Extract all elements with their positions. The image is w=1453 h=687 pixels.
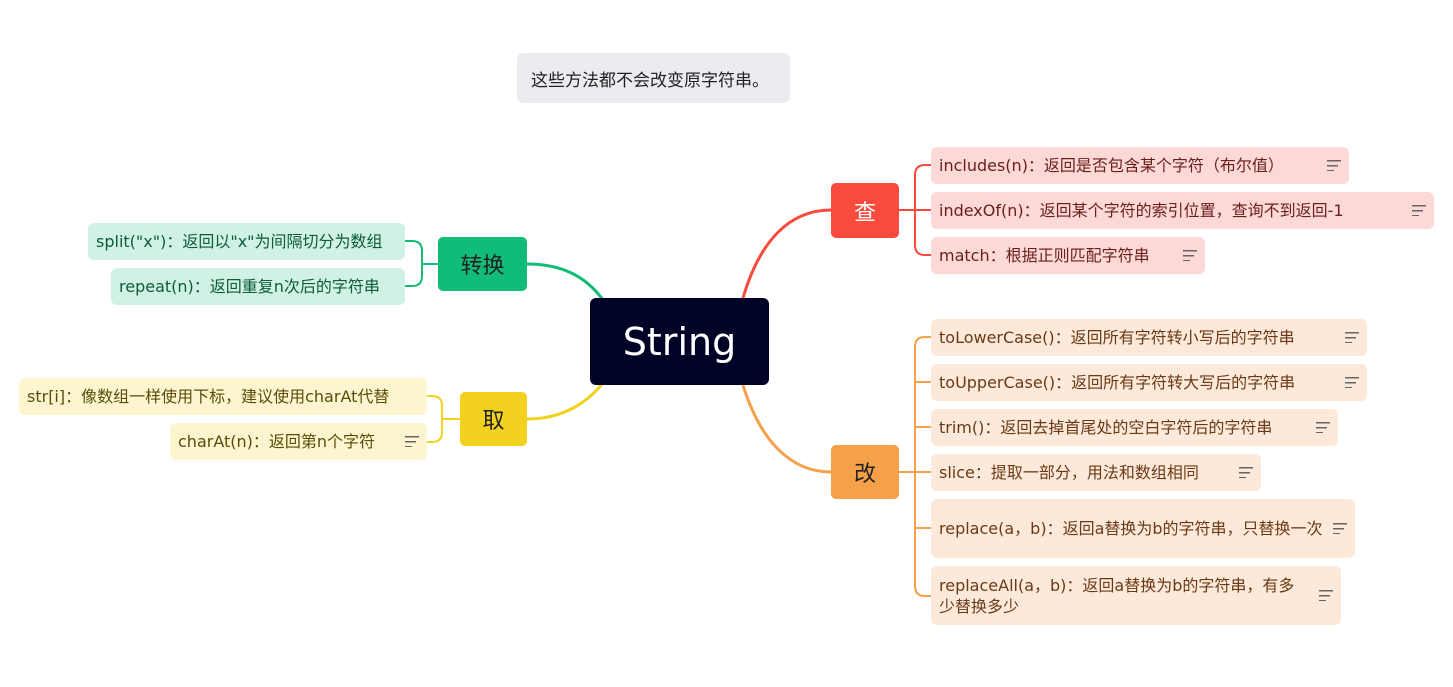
leaf-text: replaceAll(a，b)：返回a替换为b的字符串，有多少替换多少 — [939, 575, 1295, 616]
leaf-charat[interactable]: charAt(n)：返回第n个字符 — [170, 423, 427, 460]
leaf-text: slice：提取一部分，用法和数组相同 — [939, 463, 1199, 482]
root-topic[interactable]: String — [590, 298, 769, 385]
connector-cha-leaves — [899, 164, 931, 256]
leaf-replaceall[interactable]: replaceAll(a，b)：返回a替换为b的字符串，有多少替换多少 — [931, 566, 1341, 625]
leaf-text: indexOf(n)：返回某个字符的索引位置，查询不到返回-1 — [939, 201, 1344, 220]
notes-icon[interactable] — [1239, 467, 1253, 478]
leaf-match[interactable]: match：根据正则匹配字符串 — [931, 237, 1205, 274]
leaf-trim[interactable]: trim()：返回去掉首尾处的空白字符后的字符串 — [931, 409, 1338, 446]
leaf-includes[interactable]: includes(n)：返回是否包含某个字符（布尔值） — [931, 147, 1349, 184]
leaf-text: str[i]：像数组一样使用下标，建议使用charAt代替 — [27, 387, 390, 406]
connector-root-qu — [526, 382, 605, 421]
leaf-text: match：根据正则匹配字符串 — [939, 246, 1150, 265]
leaf-text: trim()：返回去掉首尾处的空白字符后的字符串 — [939, 418, 1273, 437]
notes-icon[interactable] — [1183, 250, 1197, 261]
connector-root-gai — [741, 384, 832, 474]
leaf-touppercase[interactable]: toUpperCase()：返回所有字符转大写后的字符串 — [931, 364, 1367, 401]
leaf-text: split("x")：返回以"x"为间隔切分为数组 — [96, 232, 383, 251]
branch-zhuanhuan[interactable]: 转换 — [438, 237, 527, 291]
connector-gai-leaves — [899, 336, 931, 597]
connector-root-cha — [741, 208, 832, 299]
leaf-text: toUpperCase()：返回所有字符转大写后的字符串 — [939, 373, 1296, 392]
summary-note[interactable]: 这些方法都不会改变原字符串。 — [517, 53, 790, 103]
leaf-text: charAt(n)：返回第n个字符 — [178, 432, 376, 451]
connector-zh-leaves — [405, 240, 438, 287]
connector-qu-leaves — [427, 395, 460, 443]
connector-root-zh — [526, 262, 605, 301]
notes-icon[interactable] — [1319, 590, 1333, 601]
notes-icon[interactable] — [1327, 160, 1341, 171]
leaf-text: includes(n)：返回是否包含某个字符（布尔值） — [939, 156, 1284, 175]
notes-icon[interactable] — [1345, 332, 1359, 343]
branch-qu[interactable]: 取 — [460, 392, 527, 446]
leaf-text: toLowerCase()：返回所有字符转小写后的字符串 — [939, 328, 1295, 347]
leaf-tolowercase[interactable]: toLowerCase()：返回所有字符转小写后的字符串 — [931, 319, 1367, 356]
notes-icon[interactable] — [1333, 523, 1347, 534]
leaf-repeat[interactable]: repeat(n)：返回重复n次后的字符串 — [111, 268, 405, 305]
notes-icon[interactable] — [1316, 422, 1330, 433]
leaf-split[interactable]: split("x")：返回以"x"为间隔切分为数组 — [88, 223, 405, 260]
leaf-slice[interactable]: slice：提取一部分，用法和数组相同 — [931, 454, 1261, 491]
notes-icon[interactable] — [1345, 377, 1359, 388]
leaf-replace[interactable]: replace(a，b)：返回a替换为b的字符串，只替换一次 — [931, 499, 1355, 558]
leaf-text: repeat(n)：返回重复n次后的字符串 — [119, 277, 380, 296]
leaf-indexof[interactable]: indexOf(n)：返回某个字符的索引位置，查询不到返回-1 — [931, 192, 1434, 229]
leaf-str-index[interactable]: str[i]：像数组一样使用下标，建议使用charAt代替 — [19, 378, 427, 415]
notes-icon[interactable] — [405, 436, 419, 447]
notes-icon[interactable] — [1412, 205, 1426, 216]
branch-cha[interactable]: 查 — [831, 183, 899, 238]
branch-gai[interactable]: 改 — [831, 445, 899, 499]
leaf-text: replace(a，b)：返回a替换为b的字符串，只替换一次 — [939, 519, 1323, 538]
